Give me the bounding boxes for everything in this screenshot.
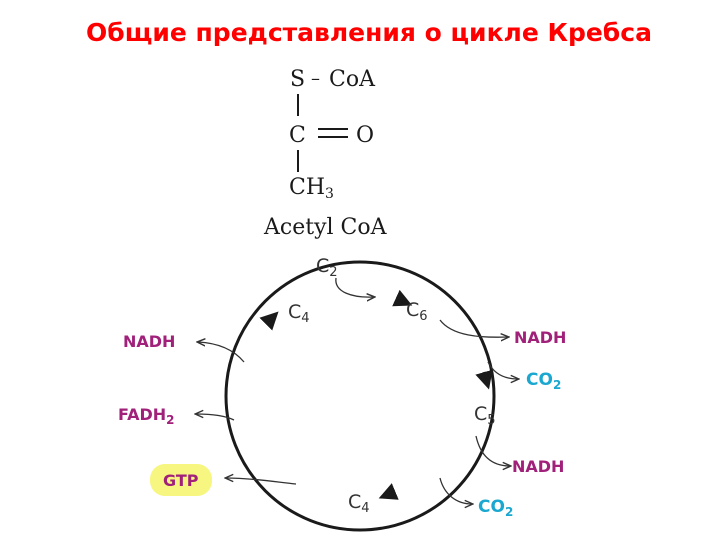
c2-entry-arrow xyxy=(335,277,374,297)
nadh-2-arrow xyxy=(475,435,510,466)
c5-main: C xyxy=(474,403,487,425)
fadh2-arrow xyxy=(196,414,235,421)
slide-title: Общие представления о цикле Кребса xyxy=(86,18,652,47)
c6-main: C xyxy=(406,299,419,321)
methyl-group: CH3 xyxy=(289,175,334,202)
co2-2-main: CO xyxy=(478,497,505,517)
krebs-cycle: C2 C4 C6 C5 C4 xyxy=(196,255,518,532)
co2-2-label: CO2 xyxy=(478,497,513,519)
ring-arrow-c5-c4 xyxy=(378,483,399,500)
nadh-1-arrow xyxy=(439,319,508,337)
gtp-label: GTP xyxy=(163,471,199,490)
acetyl-coa-structure: S – CoA C O CH3 Acetyl CoA xyxy=(263,67,388,240)
c4-top-sub: 4 xyxy=(301,311,309,326)
gtp-arrow xyxy=(226,478,297,485)
c4-top-main: C xyxy=(288,301,301,323)
c6-label: C6 xyxy=(406,299,428,324)
gtp-highlight xyxy=(150,464,212,496)
coa-group: CoA xyxy=(329,67,376,92)
ring-arrow-c6-c5 xyxy=(475,369,493,390)
cycle-products: NADH CO2 NADH CO2 NADH FADH2 GTP xyxy=(118,328,566,519)
fadh2-label: FADH2 xyxy=(118,405,175,427)
acetyl-coa-label: Acetyl CoA xyxy=(263,215,388,240)
fadh2-sub: 2 xyxy=(166,413,174,427)
co2-1-label: CO2 xyxy=(526,370,561,392)
methyl-subscript: 3 xyxy=(325,186,334,202)
methyl-ch: CH xyxy=(289,175,325,200)
c5-label: C5 xyxy=(474,403,496,428)
co2-2-sub: 2 xyxy=(505,505,513,519)
c5-sub: 5 xyxy=(487,413,495,428)
oxygen-atom: O xyxy=(356,123,374,148)
co2-1-arrow xyxy=(487,361,518,379)
fadh2-main: FADH xyxy=(118,405,166,424)
co2-1-sub: 2 xyxy=(553,378,561,392)
cycle-ring xyxy=(224,260,496,532)
ring-arrow-to-c4 xyxy=(259,311,279,331)
c2-main: C xyxy=(316,255,329,277)
co2-1-main: CO xyxy=(526,370,553,390)
c4-bottom-main: C xyxy=(348,491,361,513)
co2-2-arrow xyxy=(439,477,472,504)
nadh-3-arrow xyxy=(198,342,245,363)
c4-bottom-sub: 4 xyxy=(361,501,369,516)
nadh-3-label: NADH xyxy=(123,332,175,351)
c2-label: C2 xyxy=(316,255,338,280)
c4-bottom-label: C4 xyxy=(348,491,370,516)
nadh-2-label: NADH xyxy=(512,457,564,476)
nadh-1-label: NADH xyxy=(514,328,566,347)
c6-sub: 6 xyxy=(419,309,427,324)
bond-dash: – xyxy=(311,68,320,89)
sulfur-atom: S xyxy=(290,67,305,92)
ring-arrow-c4-c6 xyxy=(392,289,413,307)
c2-sub: 2 xyxy=(329,265,337,280)
c4-top-label: C4 xyxy=(288,301,310,326)
carbonyl-carbon: C xyxy=(289,123,306,148)
